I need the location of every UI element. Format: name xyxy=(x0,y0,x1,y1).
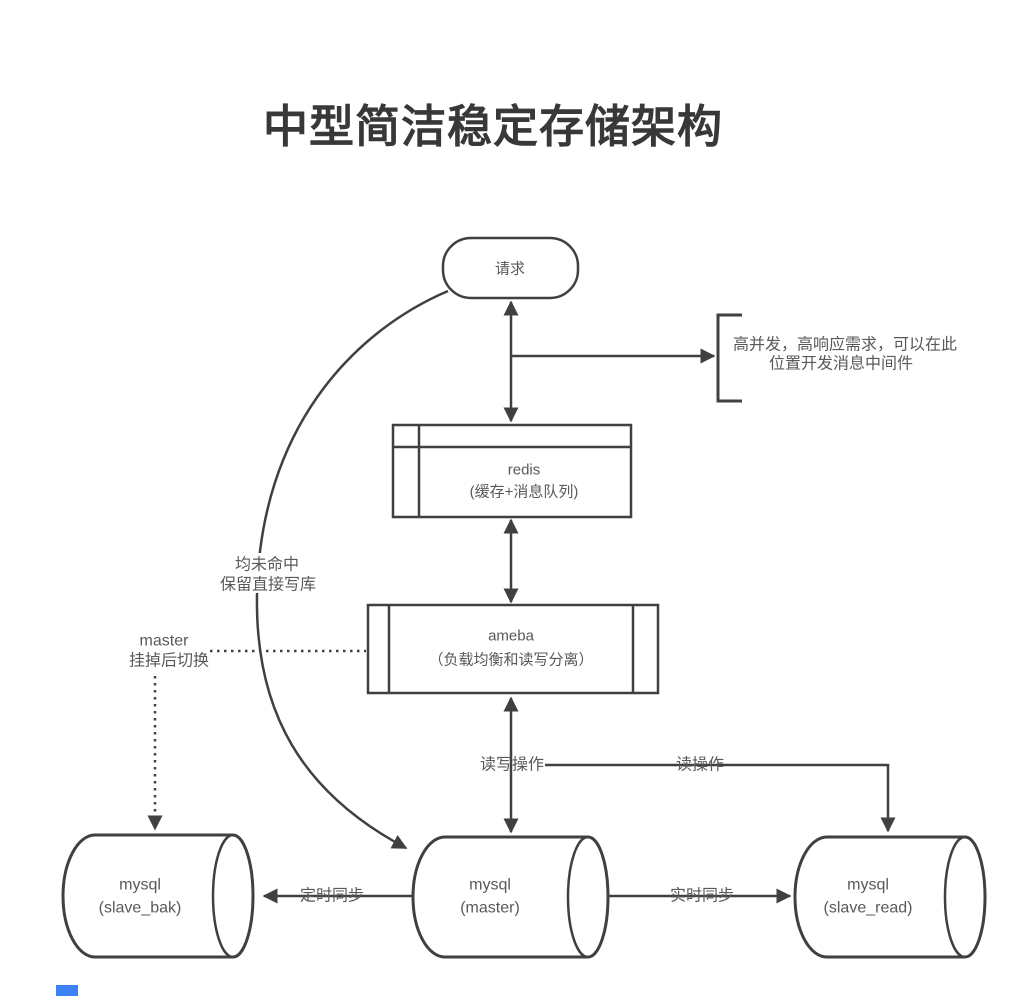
failover-note-line1: master xyxy=(140,633,190,650)
request-node xyxy=(441,236,580,300)
miss-label-background xyxy=(219,553,317,593)
mysql-master-cylinder: mysql (master) xyxy=(411,835,610,959)
mysql-slave-bak-label: mysql xyxy=(119,877,161,894)
blue-fragment xyxy=(56,985,78,996)
redis-node: redis (缓存+消息队列) xyxy=(391,423,633,519)
miss-note-line2: 保留直接写库 xyxy=(220,576,316,594)
middleware-bracket xyxy=(716,313,742,403)
page-title: 中型简洁稳定存储架构 xyxy=(262,101,723,152)
mysql-slave-read-label: mysql xyxy=(847,877,889,894)
mysql-slave-bak-sublabel: (slave_bak) xyxy=(99,900,182,917)
scheduled-sync-label: 定时同步 xyxy=(300,887,364,905)
request-label: 请求 xyxy=(495,261,525,278)
mysql-slave-read-sublabel: (slave_read) xyxy=(824,900,913,917)
mysql-master-body xyxy=(411,835,610,959)
request-master-curve xyxy=(255,289,449,850)
redis-label: redis xyxy=(508,462,541,479)
mysql-master-cap xyxy=(566,835,589,959)
mysql-slave-bak-cylinder: mysql (slave_bak) xyxy=(61,833,255,959)
read-label: 读操作 xyxy=(676,756,724,774)
mysql-master-sublabel: (master) xyxy=(460,900,520,917)
ameba-node-body xyxy=(366,603,660,695)
mysql-slave-bak-body xyxy=(61,833,255,959)
mysql-slave-read-cap xyxy=(943,835,966,959)
ameba-label: ameba xyxy=(488,628,535,645)
realtime-sync-label: 实时同步 xyxy=(670,887,734,905)
ameba-sublabel: （负载均衡和读写分离） xyxy=(428,652,593,669)
mysql-slave-read-cylinder: mysql (slave_read) xyxy=(793,835,987,959)
mysql-slave-bak-cap xyxy=(211,833,234,959)
redis-sublabel: (缓存+消息队列) xyxy=(470,484,579,501)
miss-note-line1: 均未命中 xyxy=(235,556,299,574)
redis-node-body xyxy=(391,423,633,519)
mysql-master-label: mysql xyxy=(469,877,511,894)
failover-note-line2: 挂掉后切换 xyxy=(129,652,209,670)
mysql-slave-read-body xyxy=(793,835,987,959)
ameba-node: ameba （负载均衡和读写分离） xyxy=(366,603,660,695)
middleware-note-line1: 高并发，高响应需求，可以在此 xyxy=(733,335,957,354)
middleware-note-line2: 位置开发消息中间件 xyxy=(769,355,913,373)
read-branch-arrow xyxy=(545,763,896,833)
read-write-label: 读写操作 xyxy=(480,756,544,774)
